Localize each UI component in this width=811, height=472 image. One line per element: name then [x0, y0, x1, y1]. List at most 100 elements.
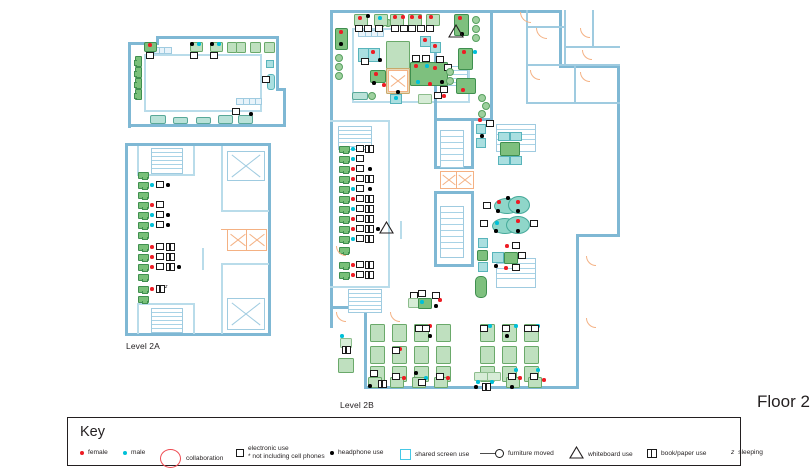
wall — [434, 118, 490, 121]
carrel — [339, 226, 350, 234]
marker-electronic-use — [530, 373, 538, 380]
inner-wall — [574, 102, 620, 104]
person-female — [442, 94, 446, 98]
inner-wall — [137, 174, 195, 176]
person-female — [433, 66, 437, 70]
wall — [364, 306, 367, 389]
inner-wall — [144, 54, 146, 112]
door-swing — [536, 28, 547, 39]
carrel — [339, 156, 350, 164]
carrel — [339, 272, 350, 280]
inner-wall — [193, 303, 195, 334]
marker-electronic-use — [418, 379, 426, 386]
marker-electronic-use — [232, 108, 240, 115]
door-swing — [530, 70, 540, 80]
marker-electronic-use — [436, 373, 444, 380]
stairs — [151, 308, 183, 333]
legend-item-headphone-use: headphone use — [330, 449, 383, 456]
person-female — [393, 15, 397, 19]
person-male — [416, 80, 420, 84]
carrel — [138, 274, 149, 282]
collaboration-group — [506, 216, 530, 234]
marker-headphone-use — [166, 183, 170, 187]
marker-electronic-use — [375, 25, 383, 32]
marker-electronic-use — [356, 215, 364, 222]
table — [524, 346, 539, 364]
plan-level-2a-upper — [128, 36, 286, 128]
marker-book-paper-use — [365, 215, 374, 223]
person-female — [150, 265, 154, 269]
wall — [434, 191, 437, 266]
soft-seat — [352, 92, 368, 100]
soft-seat — [475, 276, 487, 298]
marker-electronic-use — [480, 325, 488, 332]
carrel — [138, 286, 149, 294]
table — [418, 298, 432, 309]
study-pod — [492, 252, 504, 263]
structural-column — [227, 151, 265, 181]
carrel — [138, 192, 149, 200]
person-female — [150, 203, 154, 207]
inner-wall — [221, 263, 269, 265]
person-female — [542, 378, 546, 382]
cyan-square-icon — [400, 449, 411, 460]
marker-headphone-use — [516, 209, 520, 213]
carrel — [138, 254, 149, 262]
wall — [330, 10, 562, 13]
marker-headphone-use — [505, 334, 509, 338]
marker-electronic-use — [436, 56, 444, 63]
person-female — [518, 376, 522, 380]
marker-electronic-use — [356, 145, 364, 152]
person-female — [150, 255, 154, 259]
carrel — [138, 212, 149, 220]
carrel — [339, 176, 350, 184]
marker-book-paper-use — [378, 380, 387, 388]
person-male — [340, 334, 344, 338]
legend-label-headphone-use: headphone use — [338, 449, 384, 456]
person-female — [461, 88, 465, 92]
legend-label-whiteboard-use: whiteboard use — [588, 451, 633, 458]
table-seat — [498, 132, 510, 141]
marker-headphone-use — [210, 42, 214, 46]
table — [370, 324, 385, 342]
marker-sleeping: z — [165, 284, 168, 290]
table — [250, 42, 261, 53]
table — [236, 42, 246, 53]
marker-electronic-use — [356, 165, 364, 172]
marker-headphone-use — [396, 90, 400, 94]
marker-book-paper-use — [482, 383, 491, 391]
stool — [472, 16, 480, 24]
elevator — [227, 229, 248, 251]
marker-electronic-use — [156, 211, 164, 218]
black-dot-icon — [330, 450, 334, 455]
marker-electronic-use — [392, 373, 400, 380]
inner-wall — [526, 102, 576, 104]
person-female — [410, 15, 414, 19]
person-male — [351, 157, 355, 161]
marker-electronic-use — [483, 202, 491, 209]
carrel — [339, 206, 350, 214]
marker-electronic-use — [400, 25, 408, 32]
legend-sublabel-electronic-use: * not including cell phones — [248, 452, 325, 460]
door-swing — [582, 50, 592, 60]
marker-headphone-use — [166, 223, 170, 227]
table — [418, 94, 432, 104]
person-female — [423, 38, 427, 42]
carrel — [138, 244, 149, 252]
inner-wall — [574, 64, 576, 104]
marker-electronic-use — [355, 25, 363, 32]
wall — [559, 10, 562, 68]
inner-wall — [260, 54, 262, 112]
marker-electronic-use — [408, 25, 416, 32]
person-female — [371, 50, 375, 54]
carrel — [138, 222, 149, 230]
wall — [364, 386, 578, 389]
person-male — [150, 223, 154, 227]
marker-headphone-use — [378, 58, 382, 62]
wall — [128, 42, 131, 128]
line-circle-icon — [480, 449, 504, 458]
red-dot-icon — [80, 450, 84, 455]
person-female — [516, 219, 520, 223]
book-square-icon — [647, 449, 657, 458]
person-male — [351, 207, 355, 211]
